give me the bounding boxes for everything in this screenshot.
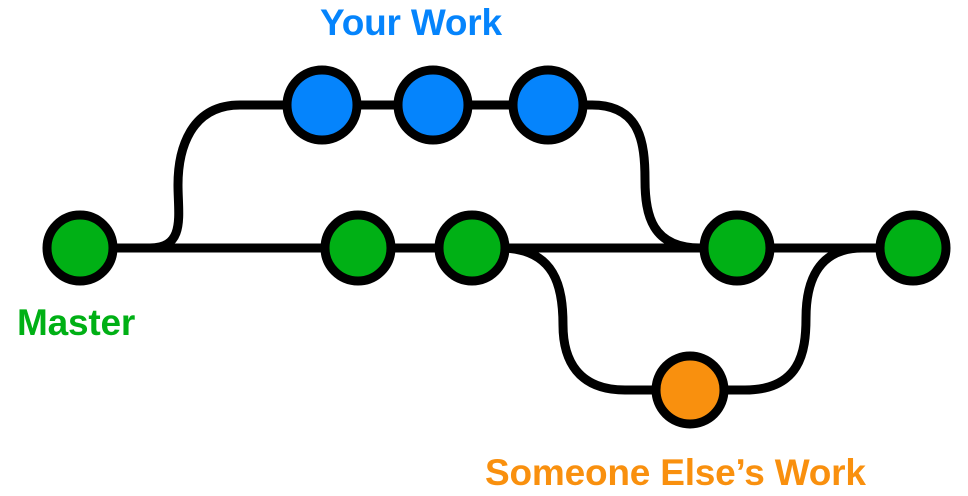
commit-node-your-work-2[interactable] bbox=[393, 65, 473, 145]
commit-node-master-4-merge[interactable] bbox=[699, 210, 775, 286]
branch-label-someone-else: Someone Else’s Work bbox=[485, 452, 866, 493]
branch-label-master: Master bbox=[17, 302, 136, 343]
edge-merge-your-work bbox=[543, 100, 742, 253]
branch-label-your-work: Your Work bbox=[320, 2, 502, 43]
commit-node-master-1[interactable] bbox=[42, 210, 118, 286]
edge-branch-out-someone-else bbox=[495, 243, 695, 395]
commit-node-master-5-merge[interactable] bbox=[875, 210, 951, 286]
edge-merge-someone-else bbox=[685, 243, 918, 395]
edge-branch-out-your-work bbox=[145, 100, 327, 253]
node-group bbox=[42, 65, 951, 429]
commit-node-master-2[interactable] bbox=[320, 210, 396, 286]
commit-node-master-3[interactable] bbox=[434, 210, 510, 286]
commit-node-someone-else-1[interactable] bbox=[651, 351, 729, 429]
commit-node-your-work-1[interactable] bbox=[282, 65, 362, 145]
commit-node-your-work-3[interactable] bbox=[508, 65, 588, 145]
